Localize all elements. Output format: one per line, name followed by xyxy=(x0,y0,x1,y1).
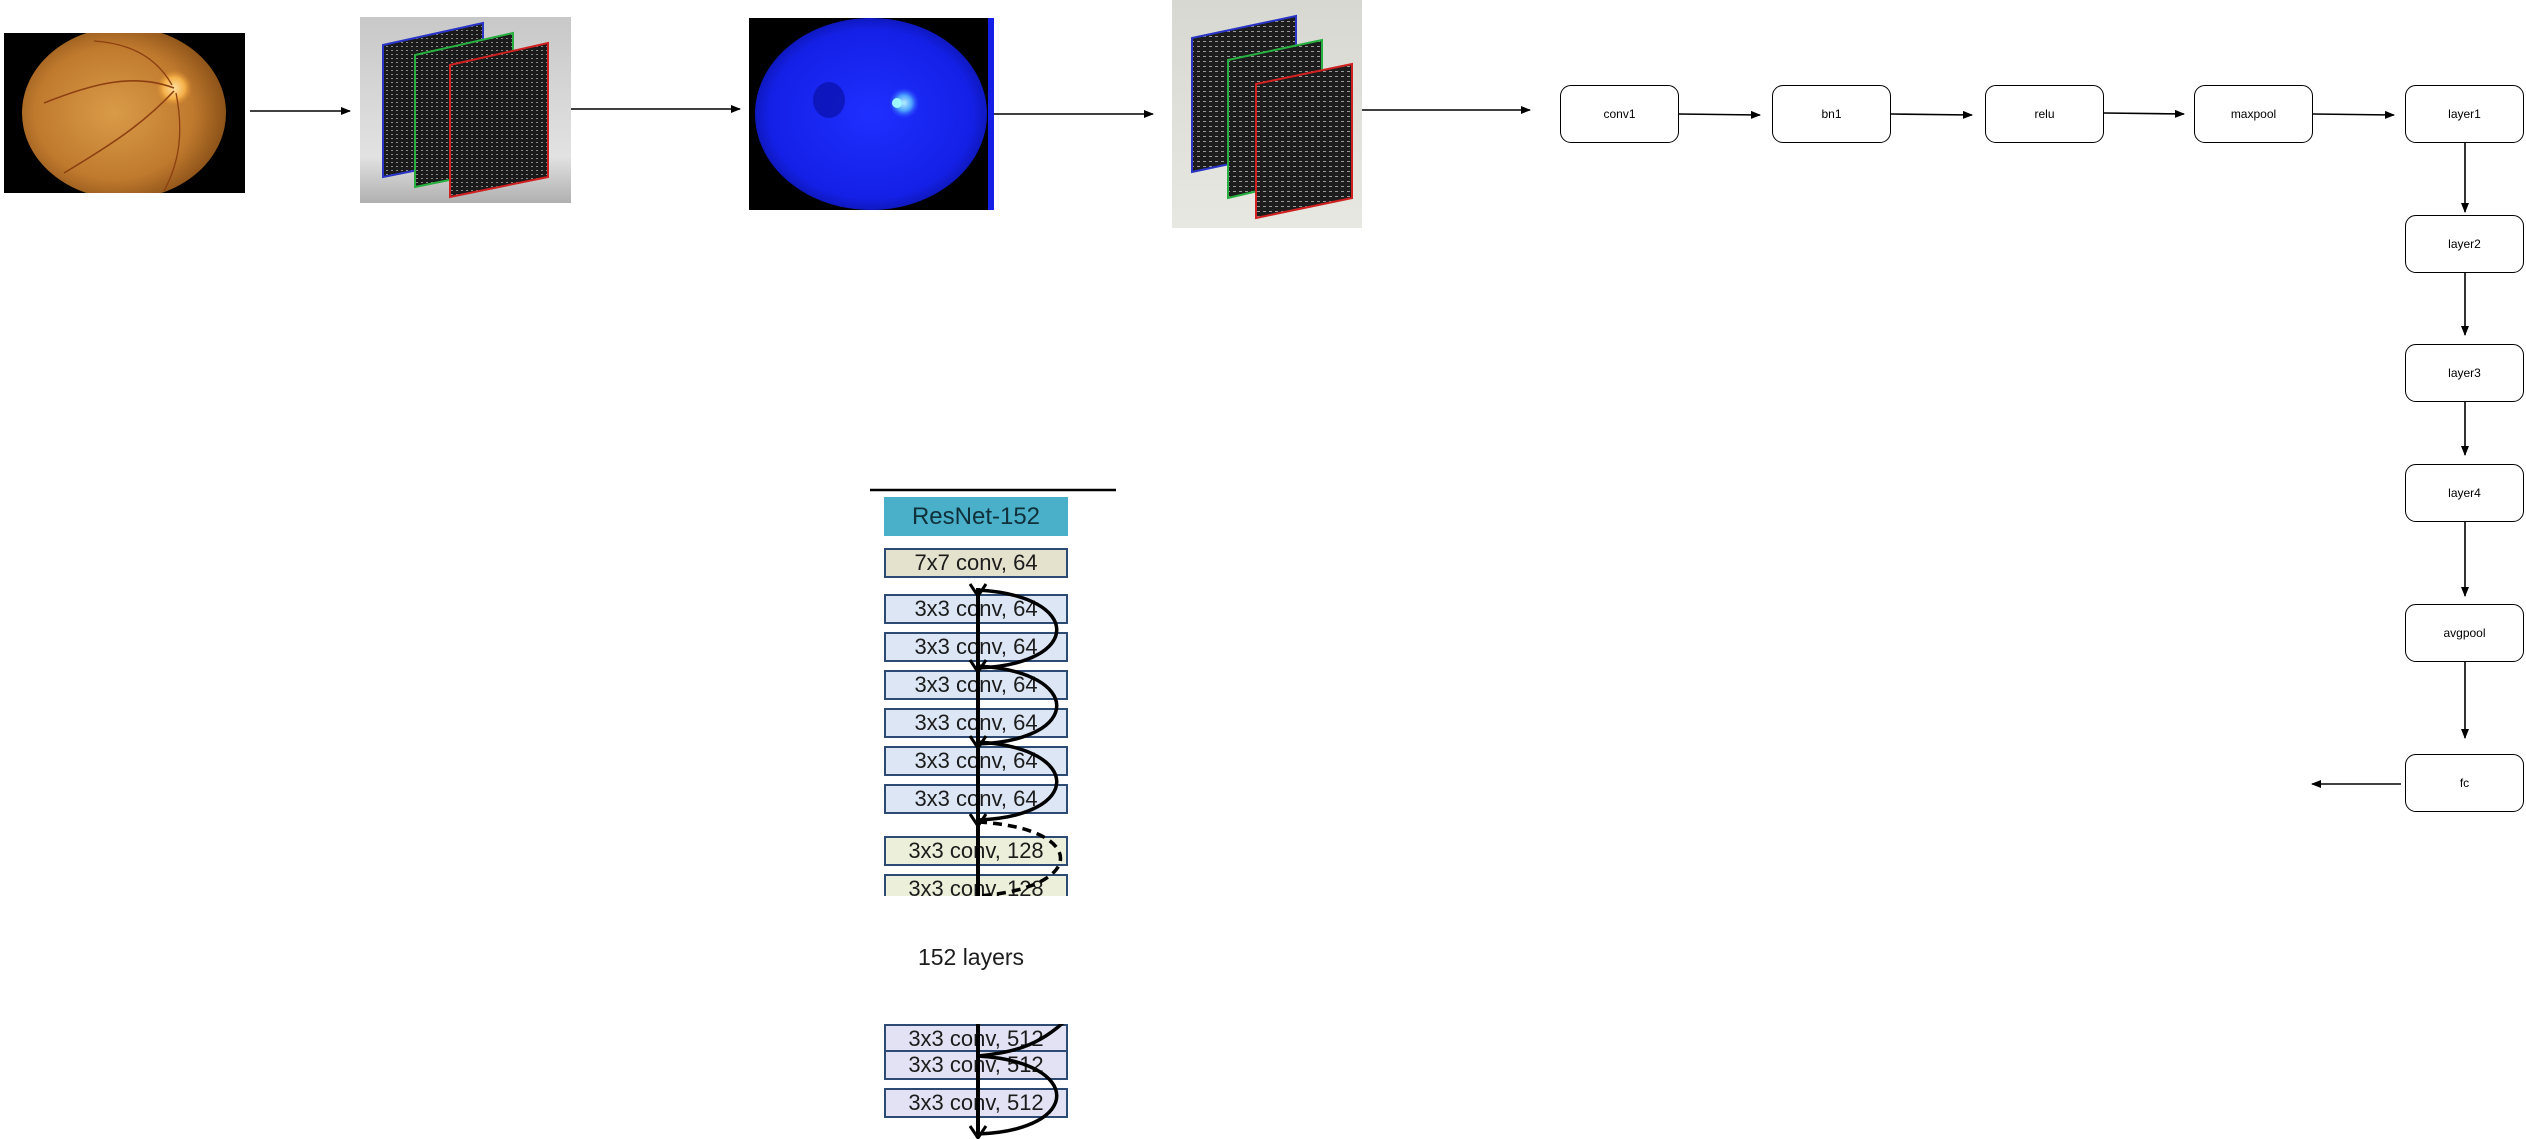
resnet-skip-connections xyxy=(870,488,1116,1139)
blue-channel-image xyxy=(749,18,994,210)
node-maxpool: maxpool xyxy=(2194,85,2313,143)
resnet-layers-label: 152 layers xyxy=(917,944,1025,970)
feature-matrices-image xyxy=(1172,0,1362,228)
resnet-title: ResNet-152 xyxy=(884,497,1068,536)
resnet-152-panel: ResNet-152 7x7 conv, 64 3x3 conv, 64 3x3… xyxy=(868,488,1120,1139)
node-layer3: layer3 xyxy=(2405,344,2524,402)
node-layer1: layer1 xyxy=(2405,85,2524,143)
arrow-bn1-to-relu xyxy=(1890,110,1973,119)
arrow-conv1-to-bn1 xyxy=(1678,110,1761,119)
node-layer2: layer2 xyxy=(2405,215,2524,273)
node-conv1: conv1 xyxy=(1560,85,1679,143)
node-relu: relu xyxy=(1985,85,2104,143)
node-fc: fc xyxy=(2405,754,2524,812)
arrow-relu-to-maxpool xyxy=(2103,109,2185,118)
resnet-gap xyxy=(868,896,1120,1024)
arrow-maxpool-to-layer1 xyxy=(2312,110,2395,119)
node-bn1: bn1 xyxy=(1772,85,1891,143)
resnet-block: 7x7 conv, 64 xyxy=(884,548,1068,578)
node-avgpool: avgpool xyxy=(2405,604,2524,662)
node-layer4: layer4 xyxy=(2405,464,2524,522)
fundus-image xyxy=(4,33,245,193)
rgb-channels-image xyxy=(360,17,571,203)
